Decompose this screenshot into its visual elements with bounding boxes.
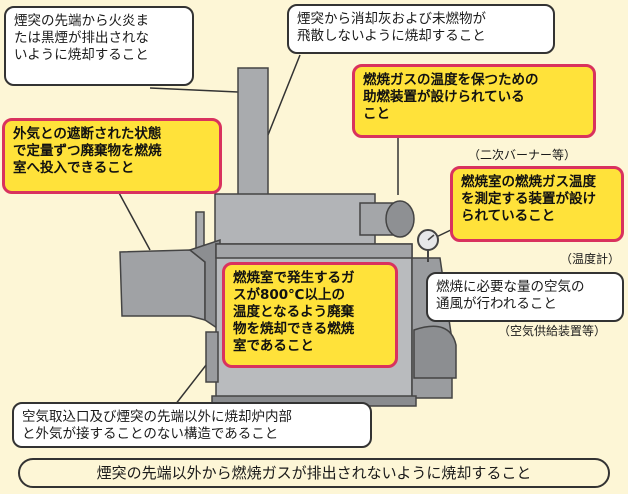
aux-burner-cap: [385, 200, 415, 238]
feed-hopper: [119, 249, 206, 321]
callout-air-inlet: 空気取込口及び煙突の先端以外に焼却炉内部 と外気が接することのない構造であること: [12, 402, 372, 448]
callout-chimney-tip: 煙突の先端から火炎ま たは黒煙が排出されな いように焼却すること: [4, 6, 194, 86]
bottom-rule: 煙突の先端以外から燃焼ガスが排出されないように焼却すること: [18, 458, 610, 488]
callout-combustion-800: 燃焼室で発生するガ スが800℃以上の 温度となるよう廃棄 物を焼却できる燃焼 …: [222, 262, 398, 368]
leader-chimney-tip: [149, 87, 239, 93]
callout-temp-measure: 燃焼室の燃焼ガス温度 を測定する装置が設け られていること: [450, 166, 624, 242]
chamber-top-rim: [215, 243, 413, 259]
callout-ash-scatter: 煙突から消却灰および未燃物が 飛散しないように焼却すること: [287, 4, 555, 54]
feed-chute: [188, 238, 221, 332]
leader-inlet: [174, 359, 211, 406]
air-supply-unit: [413, 325, 457, 379]
temp-note: （温度計）: [560, 252, 621, 266]
callout-feed: 外気との遮断された状態 で定量ずつ廃棄物を燃焼 室へ投入できること: [2, 118, 222, 194]
callout-aux-burner: 燃焼ガスの温度を保つための 助燃装置が設けられている こと: [352, 64, 596, 138]
chimney: [237, 67, 269, 197]
aux-burner-note: （二次バーナー等）: [468, 148, 577, 162]
air-supply-note: （空気供給装置等）: [498, 324, 607, 338]
thermometer-needle: [427, 234, 435, 241]
leader-ash: [267, 54, 301, 136]
callout-air-supply: 燃焼に必要な量の空気の 通風が行われること: [426, 272, 624, 322]
ash-door: [205, 331, 219, 383]
upper-housing: [214, 193, 376, 247]
